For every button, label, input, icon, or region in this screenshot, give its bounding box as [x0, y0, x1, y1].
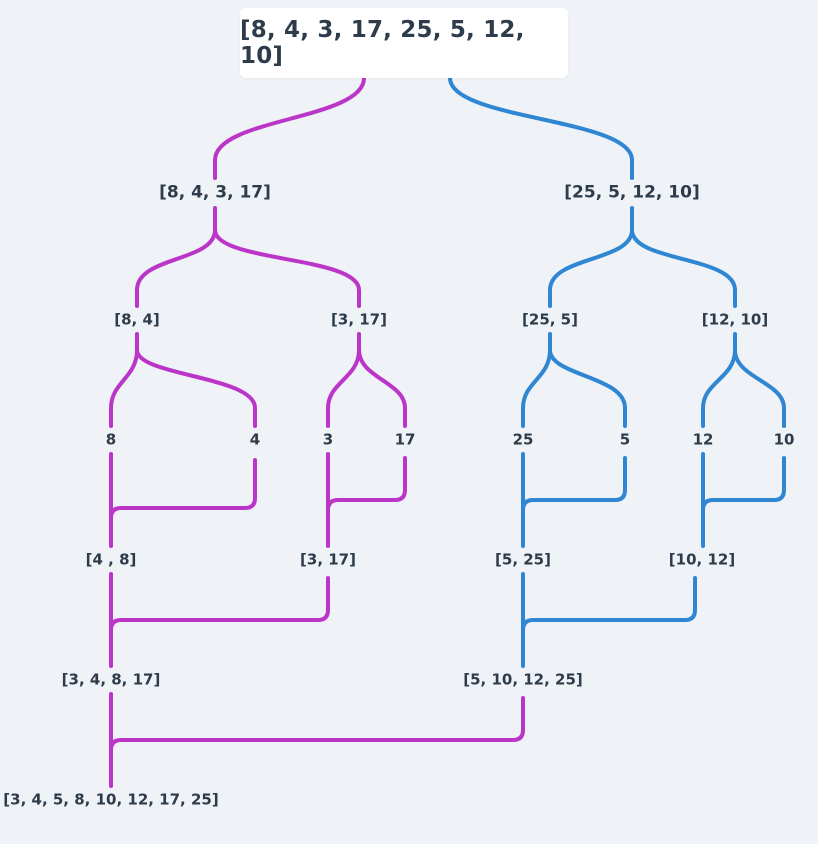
- edge-root-to-right: [448, 76, 634, 180]
- sorted-result-label: [3, 4, 5, 8, 10, 12, 17, 25]: [1, 790, 221, 810]
- leaf-node: 10: [771, 430, 797, 450]
- edge-8-4-3-17-to-8-4: [135, 206, 217, 308]
- edge-5-to-5-25: [521, 456, 627, 512]
- leaf-node: 12: [690, 430, 716, 450]
- root-array-label: [8, 4, 3, 17, 25, 5, 12, 10]: [240, 17, 525, 69]
- edge-3-17-to-17: [357, 348, 407, 428]
- merge-edges-level1: [109, 452, 786, 548]
- edge-5-10-12-25-to-result: [109, 696, 525, 752]
- root-array-card: [8, 4, 3, 17, 25, 5, 12, 10]: [240, 8, 568, 78]
- edge-4-to-4-8: [109, 458, 257, 520]
- edge-25-5-to-25: [521, 332, 552, 428]
- edge-8-4-3-17-to-3-17: [213, 228, 361, 308]
- merge-edges-level2: [109, 572, 697, 668]
- edge-3-17-to-3-4-8-17: [109, 576, 330, 632]
- edge-25-5-12-10-to-25-5: [548, 206, 634, 308]
- merge-node-5-10-12-25: [5, 10, 12, 25]: [461, 670, 585, 690]
- merge-node-3-17: [3, 17]: [298, 550, 358, 570]
- leaf-node: 25: [510, 430, 536, 450]
- edge-12-10-to-10: [733, 348, 786, 428]
- split-node-8-4: [8, 4]: [112, 310, 162, 330]
- edge-8-4-to-8: [109, 332, 139, 428]
- split-node-12-10: [12, 10]: [699, 310, 771, 330]
- split-node-3-17: [3, 17]: [329, 310, 389, 330]
- split-node-right: [25, 5, 12, 10]: [562, 182, 702, 204]
- edge-8-4-to-4: [135, 348, 257, 428]
- edge-3-17-to-3: [326, 332, 361, 428]
- leaf-node: 4: [247, 430, 263, 450]
- merge-node-5-25: [5, 25]: [493, 550, 553, 570]
- merge-node-4-8: [4 , 8]: [83, 550, 139, 570]
- split-edges-level1: [135, 206, 737, 308]
- edge-10-12-to-5-10-12-25: [521, 576, 697, 632]
- split-edges-root: [213, 76, 634, 180]
- leaf-node: 8: [103, 430, 119, 450]
- edge-17-to-3-17: [326, 456, 407, 512]
- split-edges-level2: [109, 332, 786, 428]
- leaf-node: 3: [320, 430, 336, 450]
- edge-25-5-to-5: [548, 348, 627, 428]
- split-node-left: [8, 4, 3, 17]: [157, 182, 273, 204]
- merge-node-3-4-8-17: [3, 4, 8, 17]: [59, 670, 163, 690]
- edge-10-to-10-12: [701, 456, 786, 512]
- merge-edges-final: [109, 692, 525, 788]
- edge-root-to-left: [213, 76, 366, 180]
- edge-25-5-12-10-to-12-10: [630, 228, 737, 308]
- split-node-25-5: [25, 5]: [520, 310, 580, 330]
- leaf-node: 5: [617, 430, 633, 450]
- edge-12-10-to-12: [701, 332, 737, 428]
- leaf-node: 17: [392, 430, 418, 450]
- merge-node-10-12: [10, 12]: [666, 550, 738, 570]
